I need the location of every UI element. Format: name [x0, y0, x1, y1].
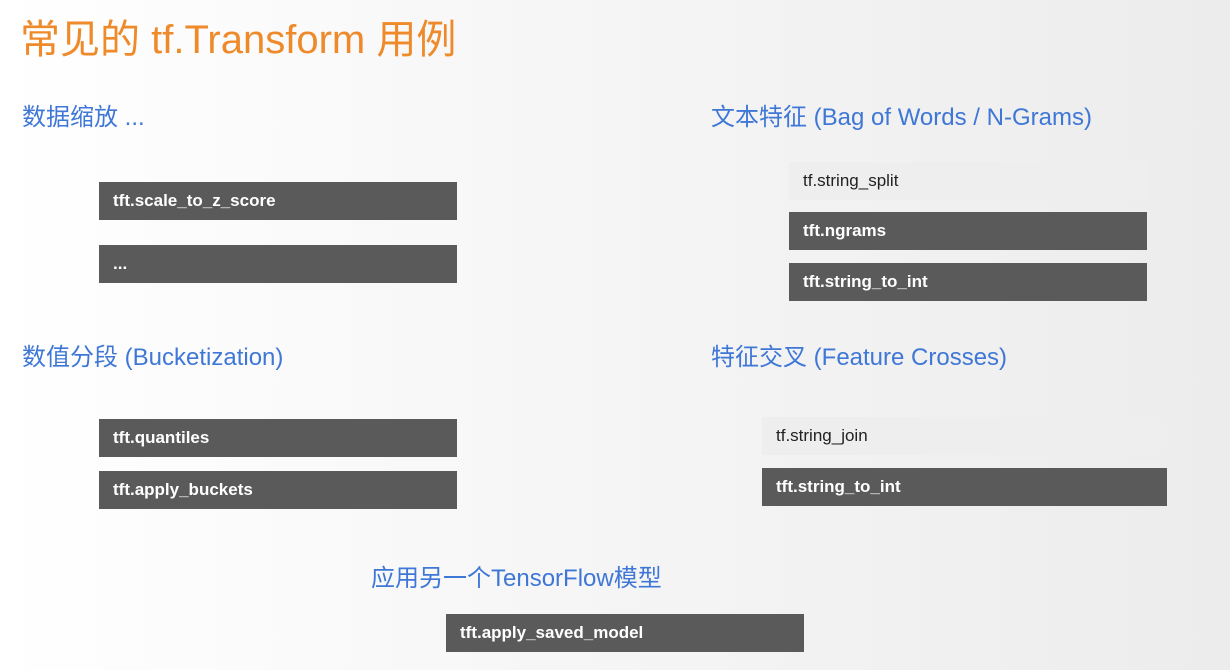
code-box-tft-apply-saved-model: tft.apply_saved_model [446, 614, 804, 652]
heading-data-scaling: 数据缩放 ... [22, 104, 145, 131]
heading-feature-crosses: 特征交叉 (Feature Crosses) [711, 344, 1008, 371]
code-box-ellipsis: ... [99, 245, 457, 283]
code-box-tf-string-join: tf.string_join [762, 417, 1167, 455]
slide-title: 常见的 tf.Transform 用例 [20, 18, 457, 62]
code-box-tf-string-split: tf.string_split [789, 162, 1147, 200]
code-box-tft-quantiles: tft.quantiles [99, 419, 457, 457]
heading-bucketization: 数值分段 (Bucketization) [22, 344, 284, 371]
code-box-scale-to-z-score: tft.scale_to_z_score [99, 182, 457, 220]
code-box-tft-string-to-int-cross: tft.string_to_int [762, 468, 1167, 506]
heading-text-features: 文本特征 (Bag of Words / N-Grams) [711, 104, 1092, 131]
code-box-tft-ngrams: tft.ngrams [789, 212, 1147, 250]
heading-apply-model: 应用另一个TensorFlow模型 [371, 565, 662, 592]
code-box-tft-string-to-int: tft.string_to_int [789, 263, 1147, 301]
code-box-tft-apply-buckets: tft.apply_buckets [99, 471, 457, 509]
